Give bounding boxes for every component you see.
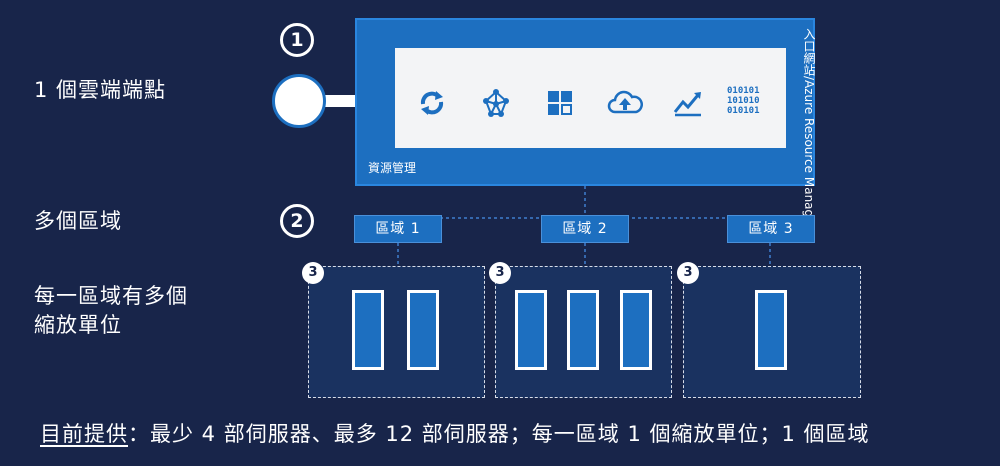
step-badge-2: 2 xyxy=(280,204,314,238)
binary-line: 101010 xyxy=(727,96,760,106)
region-chip-1: 區域 1 xyxy=(354,215,442,243)
scale-unit-badge-2: 3 xyxy=(489,262,511,284)
scale-unit-badge-1: 3 xyxy=(302,262,324,284)
availability-footer-lead: 目前提供 xyxy=(40,422,128,446)
server-unit xyxy=(515,290,547,370)
server-unit xyxy=(567,290,599,370)
region-chip-3: 區域 3 xyxy=(727,215,815,243)
server-unit xyxy=(620,290,652,370)
region-chip-2: 區域 2 xyxy=(541,215,629,243)
scale-units-label: 每一區域有多個 縮放單位 xyxy=(34,282,188,340)
binary-icon: 010101 101010 010101 xyxy=(727,86,760,116)
resource-management-label: 資源管理 xyxy=(368,161,417,175)
availability-footer: 目前提供：最少 4 部伺服器、最多 12 部伺服器；每一區域 1 個縮放單位；1… xyxy=(40,418,870,448)
regions-label: 多個區域 xyxy=(34,209,122,233)
binary-line: 010101 xyxy=(727,106,760,116)
server-unit xyxy=(352,290,384,370)
scale-unit-badge-3: 3 xyxy=(677,262,699,284)
scale-unit-box-region-1 xyxy=(308,266,485,398)
network-icon xyxy=(483,89,509,117)
apps-grid-icon xyxy=(548,91,572,115)
binary-line: 010101 xyxy=(727,86,760,96)
cloud-upload-icon xyxy=(607,90,643,114)
endpoint-label: 1 個雲端端點 xyxy=(34,78,167,102)
scale-units-label-line2: 縮放單位 xyxy=(34,312,122,337)
scale-units-label-line1: 每一區域有多個 xyxy=(34,284,188,308)
server-unit xyxy=(407,290,439,370)
sync-icon xyxy=(420,91,444,115)
cloud-endpoint-circle xyxy=(272,74,326,128)
chart-icon xyxy=(673,92,701,117)
server-unit xyxy=(755,290,787,370)
endpoint-connector xyxy=(322,95,360,107)
resource-manager-box: 010101 101010 010101 資源管理 入口網站/Azure Res… xyxy=(355,18,816,229)
availability-footer-text: ：最少 4 部伺服器、最多 12 部伺服器；每一區域 1 個縮放單位；1 個區域 xyxy=(128,422,870,446)
step-badge-1: 1 xyxy=(280,23,314,57)
resource-manager-icon-panel: 010101 101010 010101 xyxy=(395,48,786,148)
